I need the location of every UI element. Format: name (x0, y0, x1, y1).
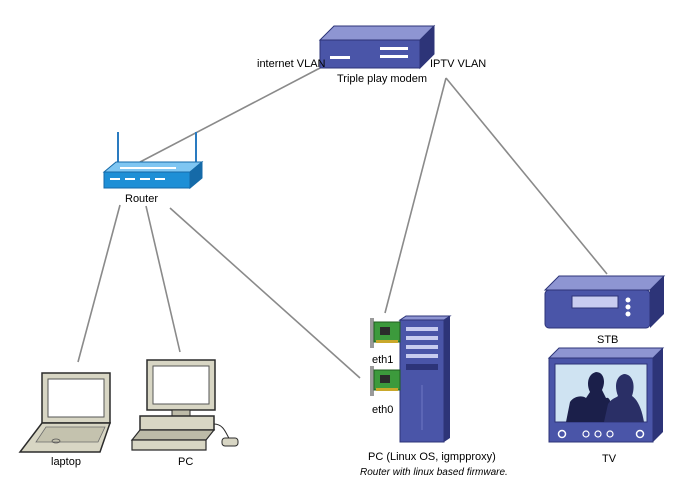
eth1-label: eth1 (372, 354, 394, 366)
router-device (102, 132, 204, 190)
tv-device (547, 347, 665, 443)
eth1-nic (370, 318, 401, 348)
link-router-linux-eth0 (169, 207, 361, 379)
link-modem-linux-eth1 (384, 77, 447, 314)
router-firmware-note: Router with linux based firmware. (360, 467, 508, 478)
stb-label: STB (597, 334, 619, 346)
eth0-nic (370, 366, 401, 396)
link-router-pc (145, 205, 181, 353)
link-modem-router (139, 67, 321, 163)
tv-label: TV (602, 453, 617, 465)
connections (77, 67, 608, 379)
linux-pc-label: PC (Linux OS, igmpproxy) (368, 451, 496, 463)
laptop-label: laptop (51, 456, 81, 468)
internet-vlan-label: internet VLAN (257, 58, 326, 70)
eth0-label: eth0 (372, 404, 394, 416)
laptop-device (18, 372, 112, 453)
pc-device (130, 359, 239, 451)
modem-device (318, 24, 436, 70)
link-router-laptop (77, 204, 121, 363)
iptv-vlan-label: IPTV VLAN (430, 58, 487, 70)
modem-label: Triple play modem (337, 73, 428, 85)
router-label: Router (125, 193, 159, 205)
linux-pc-device (370, 315, 452, 443)
stb-device (543, 275, 666, 329)
link-modem-stb (445, 77, 608, 275)
pc-label: PC (178, 456, 194, 468)
